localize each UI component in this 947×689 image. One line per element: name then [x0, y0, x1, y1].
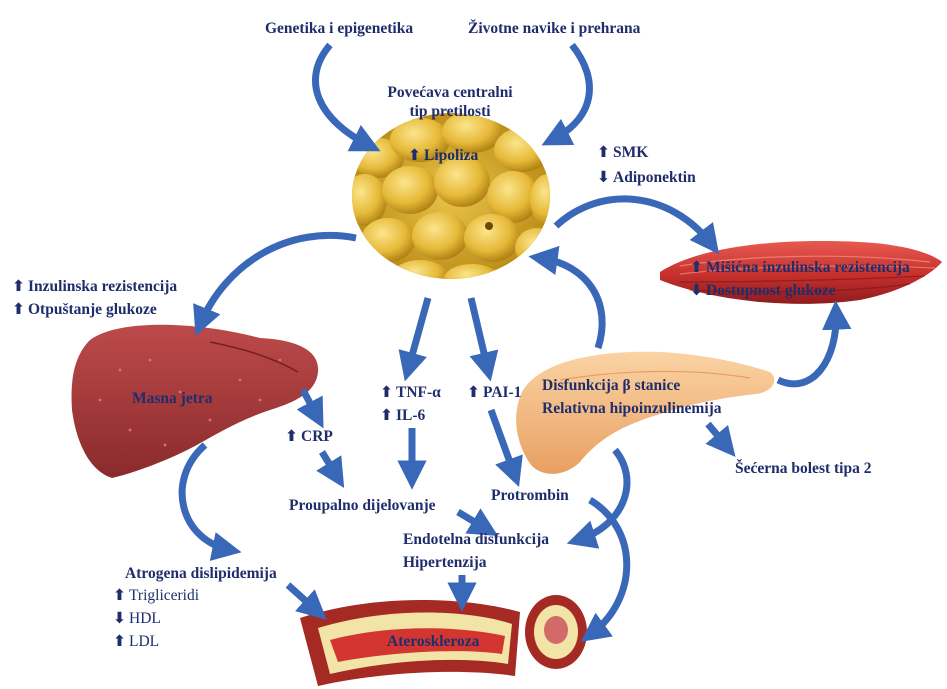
type2-diabetes-label: Šećerna bolest tipa 2 [735, 459, 871, 478]
liver-insulin-resistance-label: ⬆Inzulinska rezistencija [12, 277, 177, 296]
arrow-adipose-to-muscle [556, 199, 712, 245]
arrow-dyslipidemia-to-artery [288, 585, 318, 612]
up-arrow-icon: ⬆ [408, 146, 421, 164]
up-arrow-icon: ⬆ [12, 277, 25, 295]
muscle-insulin-resistance-label: ⬆Mišićna inzulinska rezistencija [690, 258, 910, 277]
genetics-label: Genetika i epigenetika [265, 19, 413, 38]
il6-label: ⬆IL-6 [380, 406, 425, 425]
glucose-availability-label: ⬇Dostupnost glukoze [690, 281, 836, 300]
arrow-adipose-to-tnf [408, 298, 428, 370]
up-arrow-icon: ⬆ [690, 258, 703, 276]
arrow-genetics-to-adipose [315, 45, 370, 146]
arrow-pai-to-prothrombin [491, 410, 515, 476]
adiponectin-label: ⬇Adiponektin [597, 168, 696, 187]
pai-label: ⬆PAI-1 [467, 383, 521, 402]
up-arrow-icon: ⬆ [467, 383, 480, 401]
up-arrow-icon: ⬆ [12, 300, 25, 318]
down-arrow-icon: ⬇ [113, 609, 126, 627]
arrow-prothrombin-to-cross-section [590, 500, 627, 635]
hdl-label: ⬇HDL [113, 609, 161, 628]
tnf-label: ⬆TNF-α [380, 383, 441, 402]
triglycerides-label: ⬆Trigliceridi [113, 586, 199, 605]
up-arrow-icon: ⬆ [380, 406, 393, 424]
endothelial-dysfunction-label: Endotelna disfunkcija [403, 530, 549, 549]
ldl-label: ⬆LDL [113, 632, 159, 651]
proinflammatory-label: Proupalno dijelovanje [289, 496, 436, 515]
smk-label: ⬆SMK [597, 143, 648, 162]
arrow-liver-to-crp [303, 390, 318, 418]
adipose-tissue-illustration [343, 111, 566, 294]
lipolysis-label: ⬆Lipoliza [408, 146, 478, 165]
crp-label: ⬆CRP [285, 427, 333, 446]
up-arrow-icon: ⬆ [597, 143, 610, 161]
lifestyle-label: Životne navike i prehrana [468, 19, 640, 38]
arrow-pancreas-to-adipose [540, 258, 602, 348]
hypoinsulinemia-label: Relativna hipoinzulinemija [542, 399, 722, 418]
arrow-liver-to-dyslipidemia [182, 445, 230, 550]
beta-cell-dysfunction-label: Disfunkcija β stanice [542, 376, 680, 395]
up-arrow-icon: ⬆ [380, 383, 393, 401]
up-arrow-icon: ⬆ [113, 586, 126, 604]
central-obesity-label: Povećava centralni tip pretilosti [375, 83, 525, 122]
arrow-pancreas-to-diabetes [708, 424, 728, 448]
down-arrow-icon: ⬇ [690, 281, 703, 299]
arrow-proinflammatory-to-endothelial [458, 512, 488, 530]
up-arrow-icon: ⬆ [113, 632, 126, 650]
artery-cross-section [525, 595, 587, 669]
atherosclerosis-label: Ateroskleroza [387, 632, 479, 651]
arrow-adipose-to-pai [471, 298, 488, 370]
up-arrow-icon: ⬆ [285, 427, 298, 445]
hypertension-label: Hipertenzija [403, 553, 487, 572]
glucose-release-label: ⬆Otpuštanje glukoze [12, 300, 157, 319]
arrow-lifestyle-to-adipose [552, 45, 589, 140]
down-arrow-icon: ⬇ [597, 168, 610, 186]
prothrombin-label: Protrombin [491, 486, 569, 505]
fatty-liver-label: Masna jetra [132, 389, 213, 408]
arrow-crp-to-proinflammatory [322, 452, 338, 478]
atherogenic-dyslipidemia-label: Atrogena dislipidemija [125, 564, 277, 583]
arrow-adipose-to-liver [200, 235, 356, 325]
arrow-pancreas-to-muscle [778, 312, 836, 384]
